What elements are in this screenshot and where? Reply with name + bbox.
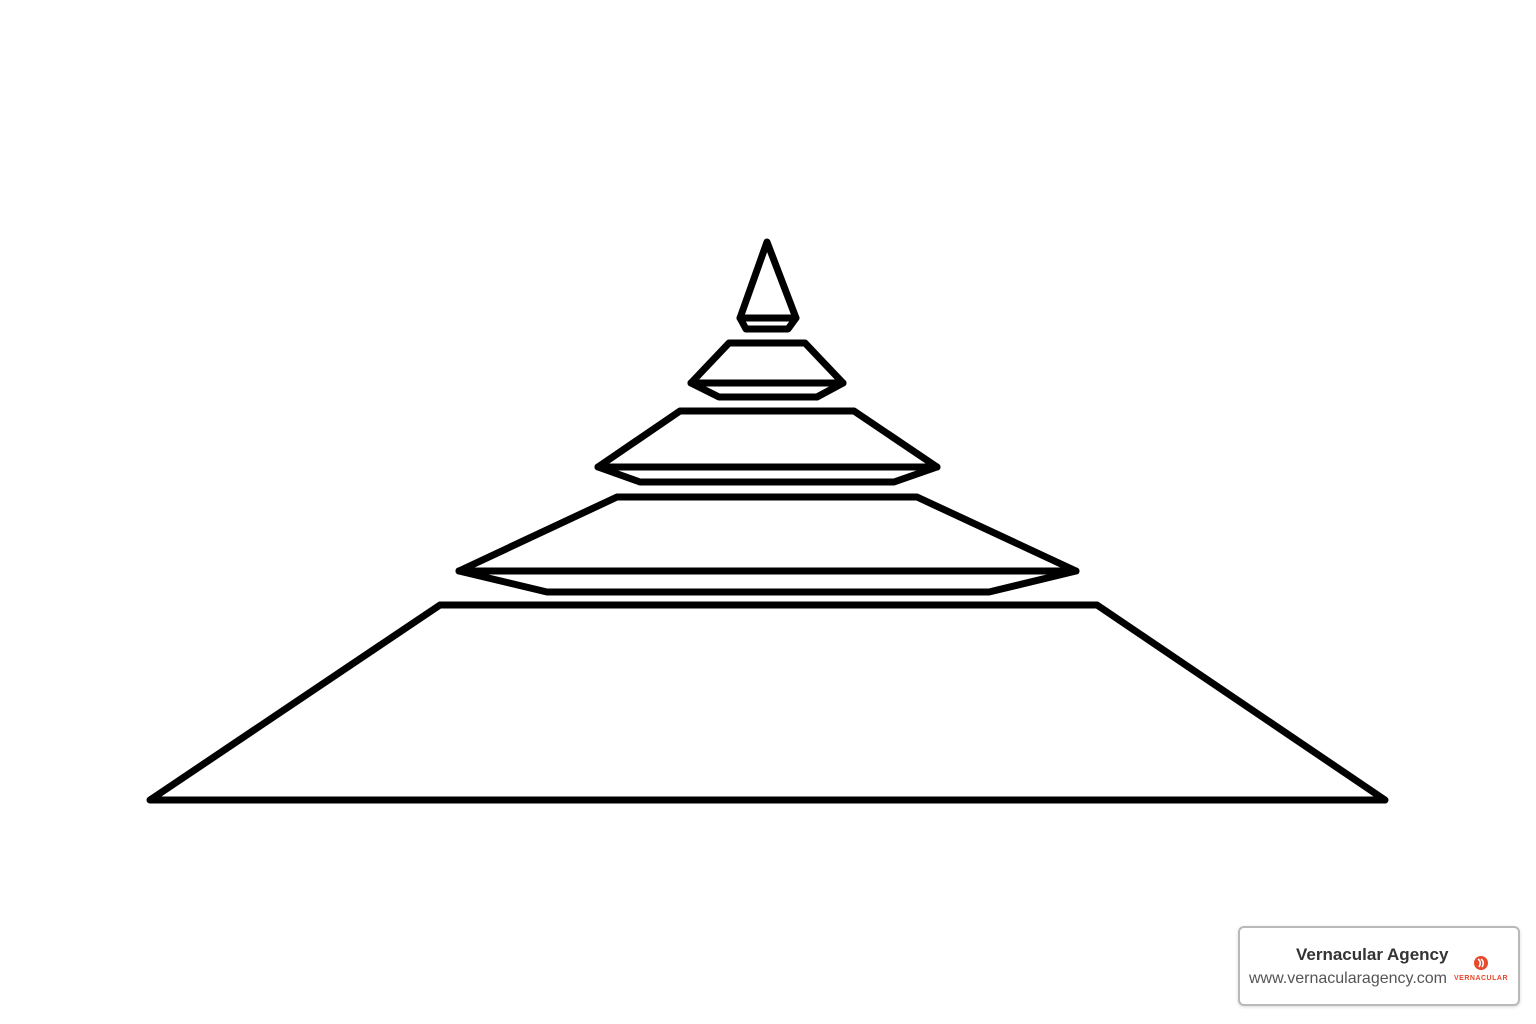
tier-3-face xyxy=(594,407,941,471)
tier-3 xyxy=(594,407,941,486)
watermark-url: www.vernacularagency.com xyxy=(1249,970,1448,987)
vernacular-agency-watermark: Vernacular Agency www.vernacularagency.c… xyxy=(1238,926,1520,1006)
tier-5-base xyxy=(146,601,1389,804)
tier-1-spire xyxy=(736,238,800,333)
tier-2-rim xyxy=(687,379,847,401)
tier-4-face xyxy=(455,493,1080,575)
tier-1-spire-cone xyxy=(736,238,800,322)
tier-4-rim xyxy=(455,567,1080,596)
tier-3-rim xyxy=(594,463,941,486)
tier-5-base-face xyxy=(146,601,1389,804)
vernacular-logo-icon: VERNACULAR xyxy=(1454,956,1508,982)
tier-1-spire-base xyxy=(736,314,800,333)
vernacular-logo-wordmark: VERNACULAR xyxy=(1454,975,1508,982)
tier-4 xyxy=(455,493,1080,596)
tier-2 xyxy=(687,339,847,401)
tier-2-face xyxy=(687,339,847,387)
watermark-agency-name: Vernacular Agency xyxy=(1296,945,1449,964)
